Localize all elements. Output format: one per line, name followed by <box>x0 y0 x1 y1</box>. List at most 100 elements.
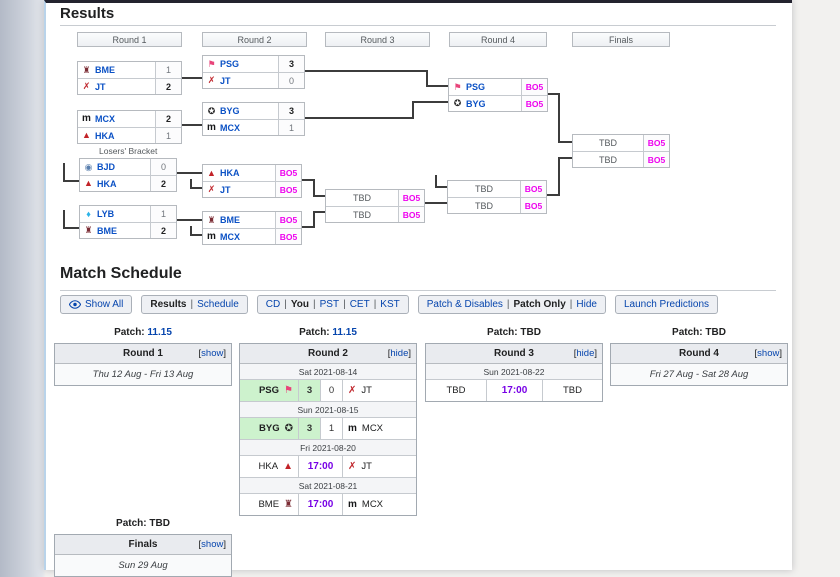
timezone-pst[interactable]: PST <box>319 299 340 310</box>
team-name[interactable]: JT <box>361 385 372 396</box>
results-tab[interactable]: Results <box>150 299 187 310</box>
content-page: Results Round 1 Round 2 Round 3 Round 4 … <box>44 0 792 577</box>
team-score: 2 <box>155 79 181 94</box>
separator: | <box>373 299 377 310</box>
losers-bracket-label: Losers' Bracket <box>99 146 158 156</box>
patch-value-link[interactable]: 11.15 <box>332 327 357 338</box>
team-row[interactable]: ▲ HKA 1 <box>78 127 181 143</box>
team-name[interactable]: JT <box>95 81 106 92</box>
team-row[interactable]: ▲ HKA 2 <box>80 175 176 191</box>
team-name[interactable]: MCX <box>361 499 384 510</box>
mcx-logo-icon: m <box>82 113 91 124</box>
tbd-name: TBD <box>475 184 493 194</box>
hide-toggle[interactable]: [hide] <box>574 344 597 363</box>
bracket-connector <box>302 179 315 181</box>
team-name[interactable]: JT <box>220 184 231 195</box>
bracket-char: ] <box>408 348 411 359</box>
timezone-you[interactable]: You <box>290 299 310 310</box>
team-row[interactable]: m MCX 1 <box>203 119 304 135</box>
team-name[interactable]: MCX <box>95 114 115 124</box>
team-row[interactable]: ⚑ PSG BO5 <box>449 79 547 95</box>
team-name[interactable]: PSG <box>220 59 240 69</box>
bracket-match-lb-r3: TBD BO5 TBD BO5 <box>325 189 425 223</box>
psg-logo-icon: ⚑ <box>453 81 462 92</box>
launch-predictions-label[interactable]: Launch Predictions <box>623 299 710 310</box>
team-row[interactable]: ✗ JT 2 <box>78 78 181 94</box>
team-row[interactable]: ▲ HKA BO5 <box>203 165 301 181</box>
patch-only-option[interactable]: Patch Only <box>513 299 566 310</box>
team-name[interactable]: BME <box>258 499 280 510</box>
team-row[interactable]: ◉ BJD 0 <box>80 159 176 175</box>
show-toggle[interactable]: [show] <box>199 344 226 363</box>
team-name[interactable]: BYG <box>466 98 486 109</box>
launch-predictions-button[interactable]: Launch Predictions <box>614 295 719 314</box>
team-name[interactable]: HKA <box>95 130 115 141</box>
timezone-cet[interactable]: CET <box>349 299 370 310</box>
schedule-column-finals: Patch: TBD Finals [show] Sun 29 Aug <box>54 518 232 577</box>
team-name[interactable]: MCX <box>361 423 384 434</box>
match-row: HKA▲ 17:00 ✗JT <box>240 456 416 478</box>
team-name[interactable]: MCX <box>220 231 240 242</box>
show-toggle[interactable]: [show] <box>199 535 226 554</box>
team-name[interactable]: HKA <box>97 178 117 189</box>
tbd-name: TBD <box>475 200 493 211</box>
tbd-name: TBD <box>599 138 617 148</box>
bracket-match-wb-r1-m2: m MCX 2 ▲ HKA 1 <box>77 110 182 144</box>
show-all-button[interactable]: Show All <box>60 295 133 314</box>
team-row[interactable]: ✪ BYG 3 <box>203 103 304 119</box>
team-name[interactable]: BYG <box>220 106 240 116</box>
team-name[interactable]: PSG <box>258 385 280 396</box>
hide-option[interactable]: Hide <box>576 299 597 310</box>
match-time[interactable]: 17:00 <box>298 494 342 515</box>
team-name[interactable]: BME <box>97 225 117 236</box>
team-name[interactable]: MCX <box>220 122 240 133</box>
hka-logo-icon: ▲ <box>84 178 93 188</box>
team-row[interactable]: ♦ LYB 1 <box>80 206 176 222</box>
match-time[interactable]: 17:00 <box>486 380 542 401</box>
team-row[interactable]: ⚑ PSG 3 <box>203 56 304 72</box>
separator: | <box>506 299 510 310</box>
team-name[interactable]: HKA <box>258 461 279 472</box>
bracket-connector <box>426 70 428 86</box>
team-name[interactable]: BJD <box>97 162 116 172</box>
team-row[interactable]: ♜ BME 1 <box>78 62 181 78</box>
toggle-word[interactable]: show <box>757 348 780 359</box>
round-title: Round 3 <box>494 348 534 359</box>
team-name[interactable]: JT <box>361 461 372 472</box>
toggle-word[interactable]: hide <box>390 348 409 359</box>
patch-value-link[interactable]: 11.15 <box>147 327 172 338</box>
toggle-word[interactable]: show <box>201 348 224 359</box>
team-name[interactable]: BME <box>220 215 240 225</box>
toggle-word[interactable]: show <box>201 539 224 550</box>
patch-value: TBD <box>149 518 170 529</box>
timezone-cd[interactable]: CD <box>265 299 281 310</box>
team-name[interactable]: BYG <box>259 423 280 434</box>
team-name[interactable]: JT <box>220 75 231 86</box>
patch-disables-option[interactable]: Patch & Disables <box>426 299 503 310</box>
team-name[interactable]: BME <box>95 65 115 75</box>
hka-logo-icon: ▲ <box>82 130 91 140</box>
team-row[interactable]: ♜ BME 2 <box>80 222 176 238</box>
psg-logo-icon: ⚑ <box>284 384 293 396</box>
match-date-row: Fri 2021-08-20 <box>240 440 416 456</box>
team-row[interactable]: ✗ JT 0 <box>203 72 304 88</box>
toggle-word[interactable]: hide <box>576 348 595 359</box>
hide-toggle[interactable]: [hide] <box>388 344 411 363</box>
team-name[interactable]: HKA <box>220 168 240 178</box>
team-row[interactable]: ✪ BYG BO5 <box>449 95 547 111</box>
schedule-tab[interactable]: Schedule <box>197 299 239 310</box>
show-all-label[interactable]: Show All <box>85 299 124 310</box>
team-row[interactable]: m MCX 2 <box>78 111 181 127</box>
team-name[interactable]: PSG <box>466 82 486 92</box>
match-time[interactable]: 17:00 <box>298 456 342 477</box>
team-name[interactable]: LYB <box>97 209 115 219</box>
team-row[interactable]: ✗ JT BO5 <box>203 181 301 197</box>
show-toggle[interactable]: [show] <box>755 344 782 363</box>
team-row[interactable]: ♜ BME BO5 <box>203 212 301 228</box>
team-row[interactable]: m MCX BO5 <box>203 228 301 244</box>
patch-label: Patch: <box>116 518 147 529</box>
bracket-connector <box>190 179 192 189</box>
jt-logo-icon: ✗ <box>348 384 357 396</box>
timezone-kst[interactable]: KST <box>380 299 400 310</box>
